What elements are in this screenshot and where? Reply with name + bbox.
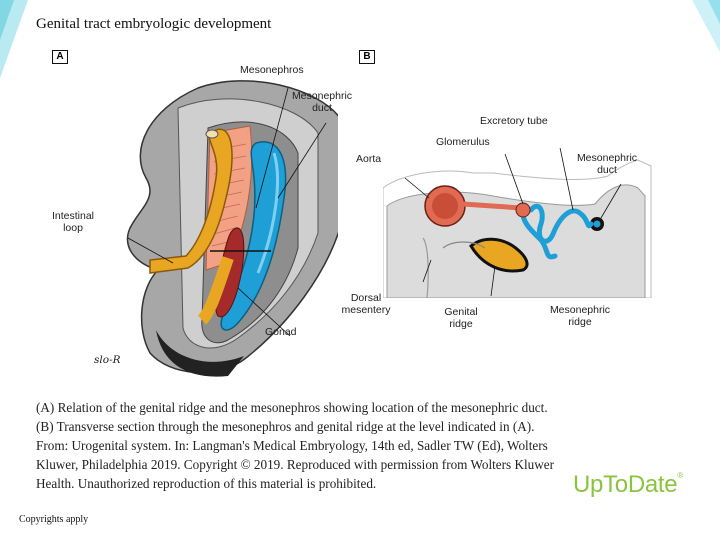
caption-line: (B) Transverse section through the meson…: [36, 419, 535, 434]
label-dorsal-mesentery: Dorsal mesentery: [341, 292, 391, 316]
label-glomerulus: Glomerulus: [436, 136, 490, 148]
caption-line: Health. Unauthorized reproduction of thi…: [36, 476, 377, 491]
caption-line: Kluwer, Philadelphia 2019. Copyright © 2…: [36, 457, 555, 472]
label-aorta: Aorta: [356, 153, 382, 165]
artist-signature: slo-R: [94, 354, 121, 366]
copyright-note: Copyrights apply: [19, 514, 89, 525]
label-gonad: Gonad: [265, 326, 297, 338]
label-mesonephric-duct-a: Mesonephric duct: [291, 90, 353, 114]
figure-card: Genital tract embryologic development A: [28, 8, 692, 498]
glomerulus: [515, 202, 531, 218]
uptodate-logo: UpToDate®: [573, 471, 683, 499]
label-mesonephros: Mesonephros: [240, 64, 304, 76]
intestinal-loop-shape: [149, 128, 233, 274]
excretory-tube: [528, 203, 594, 244]
corner-decoration-top-right: [692, 0, 720, 52]
panel-a-tag: A: [52, 50, 68, 64]
label-excretory-tube: Excretory tube: [480, 115, 548, 127]
label-mesonephric-duct-b: Mesonephric duct: [576, 152, 638, 176]
caption-line: (A) Relation of the genital ridge and th…: [36, 400, 548, 415]
figure-title: Genital tract embryologic development: [36, 16, 272, 32]
brand-name: UpToDate: [573, 471, 678, 498]
figure-caption: (A) Relation of the genital ridge and th…: [36, 398, 636, 493]
panel-a-illustration: [126, 80, 338, 377]
panel-b-tag: B: [359, 50, 375, 64]
corner-decoration-top-left: [0, 0, 28, 78]
label-mesonephric-ridge: Mesonephric ridge: [549, 304, 611, 328]
label-genital-ridge: Genital ridge: [444, 306, 478, 330]
brand-registered-mark: ®: [677, 471, 683, 480]
genital-ridge: [469, 237, 529, 273]
panel-b-illustration: [383, 148, 652, 298]
caption-line: From: Urogenital system. In: Langman's M…: [36, 438, 548, 453]
label-intestinal-loop: Intestinal loop: [51, 210, 95, 234]
gonad-shape: [215, 227, 245, 318]
